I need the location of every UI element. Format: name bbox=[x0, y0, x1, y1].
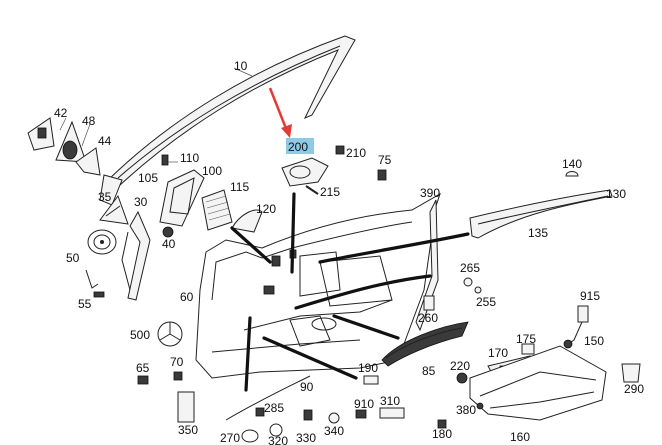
label-175[interactable]: 175 bbox=[516, 332, 536, 346]
part-85-speaker-grille[interactable] bbox=[381, 321, 469, 367]
part-65-clip[interactable] bbox=[137, 375, 149, 385]
label-85[interactable]: 85 bbox=[422, 364, 436, 378]
label-200[interactable]: 200 bbox=[288, 140, 308, 154]
part-390-seal[interactable] bbox=[415, 199, 439, 332]
label-210[interactable]: 210 bbox=[346, 146, 366, 160]
part-175-clip[interactable] bbox=[521, 343, 535, 355]
label-44[interactable]: 44 bbox=[98, 134, 112, 148]
part-320-cap[interactable] bbox=[269, 423, 283, 437]
label-90[interactable]: 90 bbox=[300, 380, 314, 394]
part-190-clip[interactable] bbox=[363, 375, 379, 385]
part-290-switch[interactable] bbox=[621, 363, 641, 383]
label-10[interactable]: 10 bbox=[234, 59, 248, 73]
part-115-speaker-grille[interactable] bbox=[201, 189, 233, 231]
label-200-highlight bbox=[286, 138, 314, 154]
label-320[interactable]: 320 bbox=[268, 434, 288, 445]
label-130[interactable]: 130 bbox=[606, 187, 626, 201]
part-35-tweeter-triangle[interactable] bbox=[99, 194, 129, 225]
label-105[interactable]: 105 bbox=[138, 171, 158, 185]
part-330-screw[interactable] bbox=[303, 409, 313, 421]
part-42-mirror-cover[interactable] bbox=[27, 117, 55, 151]
label-170[interactable]: 170 bbox=[488, 346, 508, 360]
label-70[interactable]: 70 bbox=[170, 355, 184, 369]
part-70-screw[interactable] bbox=[173, 371, 183, 381]
label-285[interactable]: 285 bbox=[264, 401, 284, 415]
label-265[interactable]: 265 bbox=[460, 261, 480, 275]
label-190[interactable]: 190 bbox=[358, 361, 378, 375]
label-150[interactable]: 150 bbox=[584, 334, 604, 348]
label-160[interactable]: 160 bbox=[510, 430, 530, 444]
label-255[interactable]: 255 bbox=[476, 295, 496, 309]
label-55[interactable]: 55 bbox=[78, 297, 92, 311]
label-75[interactable]: 75 bbox=[378, 153, 392, 167]
label-270[interactable]: 270 bbox=[220, 431, 240, 445]
label-35[interactable]: 35 bbox=[98, 190, 112, 204]
part-10-window-trim[interactable] bbox=[99, 35, 356, 206]
label-380[interactable]: 380 bbox=[456, 403, 476, 417]
part-140-cap[interactable] bbox=[565, 171, 579, 177]
label-42[interactable]: 42 bbox=[54, 106, 68, 120]
part-105-handle-bezel[interactable] bbox=[159, 169, 205, 227]
label-340[interactable]: 340 bbox=[324, 424, 344, 438]
part-265-plug[interactable] bbox=[463, 277, 473, 287]
part-350-holder[interactable] bbox=[177, 391, 195, 423]
label-260[interactable]: 260 bbox=[418, 311, 438, 325]
label-110[interactable]: 110 bbox=[180, 151, 199, 165]
label-390[interactable]: 390 bbox=[420, 186, 440, 200]
part-220-plug[interactable] bbox=[456, 372, 468, 384]
part-340-cap[interactable] bbox=[328, 412, 340, 424]
part-44-trim-triangle[interactable] bbox=[75, 147, 101, 176]
callout-labels: 10 42 48 44 110 105 100 200 210 75 215 3… bbox=[54, 59, 644, 445]
label-140[interactable]: 140 bbox=[562, 157, 582, 171]
part-160-armrest[interactable] bbox=[469, 345, 607, 421]
part-55-clip[interactable] bbox=[85, 269, 105, 298]
part-255-plug[interactable] bbox=[474, 286, 482, 294]
label-310[interactable]: 310 bbox=[380, 394, 400, 408]
part-130-window-strip[interactable] bbox=[469, 189, 613, 239]
label-30[interactable]: 30 bbox=[134, 195, 148, 209]
part-50-speaker[interactable] bbox=[87, 229, 117, 255]
label-120[interactable]: 120 bbox=[256, 202, 276, 216]
label-65[interactable]: 65 bbox=[136, 361, 150, 375]
label-330[interactable]: 330 bbox=[296, 431, 316, 445]
part-285-bolt[interactable] bbox=[255, 407, 265, 417]
part-150-screw[interactable] bbox=[563, 339, 573, 349]
label-115[interactable]: 115 bbox=[230, 180, 249, 194]
label-215[interactable]: 215 bbox=[320, 185, 340, 199]
label-40[interactable]: 40 bbox=[162, 237, 176, 251]
part-120-trim-cover[interactable] bbox=[231, 209, 263, 233]
part-40-screw[interactable] bbox=[162, 226, 174, 238]
part-215-screw[interactable] bbox=[305, 185, 319, 195]
part-270-cap[interactable] bbox=[241, 429, 259, 443]
label-100[interactable]: 100 bbox=[202, 164, 222, 178]
part-210-screw[interactable] bbox=[335, 145, 345, 155]
part-180-screw[interactable] bbox=[437, 419, 447, 429]
part-380-clip[interactable] bbox=[476, 402, 484, 410]
thin-leaders bbox=[59, 67, 253, 163]
label-180[interactable]: 180 bbox=[432, 427, 452, 441]
label-50[interactable]: 50 bbox=[66, 251, 80, 265]
part-110-bolt[interactable] bbox=[161, 154, 169, 166]
label-60[interactable]: 60 bbox=[180, 290, 194, 304]
label-220[interactable]: 220 bbox=[450, 359, 470, 373]
part-500-logo[interactable] bbox=[157, 321, 183, 347]
part-200-door-handle[interactable] bbox=[281, 157, 329, 187]
label-350[interactable]: 350 bbox=[178, 423, 198, 437]
part-310-switch[interactable] bbox=[379, 407, 405, 419]
label-290[interactable]: 290 bbox=[624, 382, 644, 396]
leader-lines bbox=[230, 192, 470, 392]
label-135[interactable]: 135 bbox=[528, 226, 548, 240]
part-48-tweeter-housing[interactable] bbox=[55, 120, 87, 163]
part-260-bracket[interactable] bbox=[423, 295, 435, 311]
part-90-seal[interactable] bbox=[225, 375, 311, 421]
part-30-trim-strip[interactable] bbox=[121, 210, 151, 301]
label-915[interactable]: 915 bbox=[580, 289, 600, 303]
part-75-clip[interactable] bbox=[377, 169, 387, 181]
part-910-module[interactable] bbox=[355, 409, 367, 419]
label-48[interactable]: 48 bbox=[82, 114, 96, 128]
label-910[interactable]: 910 bbox=[354, 397, 374, 411]
label-500[interactable]: 500 bbox=[130, 328, 150, 342]
red-arrow bbox=[268, 87, 292, 138]
